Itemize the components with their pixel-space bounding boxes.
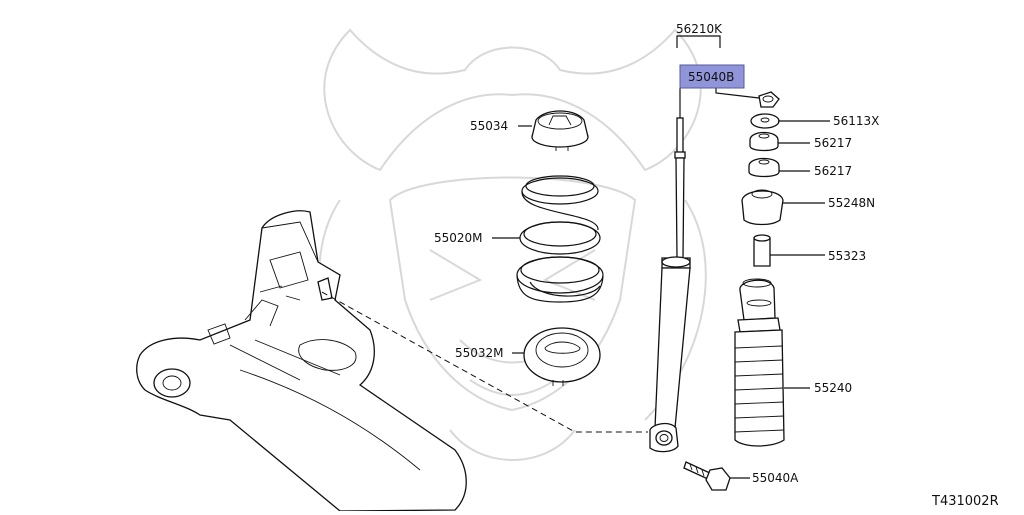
- diagram-code: T431002R: [931, 494, 999, 509]
- part-label-56210k[interactable]: 56210K: [676, 22, 723, 36]
- part-label-55040b[interactable]: 55040B: [688, 70, 734, 84]
- mount-55248n: [741, 189, 784, 226]
- part-label-55040a[interactable]: 55040A: [752, 471, 799, 485]
- spacer-55323: [753, 234, 771, 267]
- axle-beam: [136, 210, 467, 512]
- lower-spring-seat: [523, 327, 601, 386]
- part-label-55248n[interactable]: 55248N: [828, 196, 875, 210]
- bump-stop-55240: [734, 278, 785, 447]
- part-label-55020m[interactable]: 55020M: [434, 231, 483, 245]
- part-label-56113x[interactable]: 56113X: [833, 114, 879, 128]
- washer-56113x: [750, 113, 780, 129]
- part-label-55032m[interactable]: 55032M: [455, 346, 504, 360]
- watermark-emblem: [318, 28, 707, 461]
- bushing-56217-upper: [749, 131, 779, 152]
- bushing-56217-lower: [748, 157, 780, 178]
- part-label-56217-upper[interactable]: 56217: [814, 136, 852, 150]
- part-highlight-55040b: [679, 64, 745, 89]
- bolt-55040a: [683, 461, 731, 491]
- part-label-55323[interactable]: 55323: [828, 249, 866, 263]
- upper-spring-seat: [531, 110, 589, 151]
- coil-spring: [516, 175, 604, 303]
- part-label-55034[interactable]: 55034: [470, 119, 508, 133]
- leader-lines: [492, 35, 830, 479]
- nut-55040b: [758, 91, 780, 108]
- part-label-55240[interactable]: 55240: [814, 381, 852, 395]
- shock-absorber: [649, 117, 691, 453]
- part-label-56217-lower[interactable]: 56217: [814, 164, 852, 178]
